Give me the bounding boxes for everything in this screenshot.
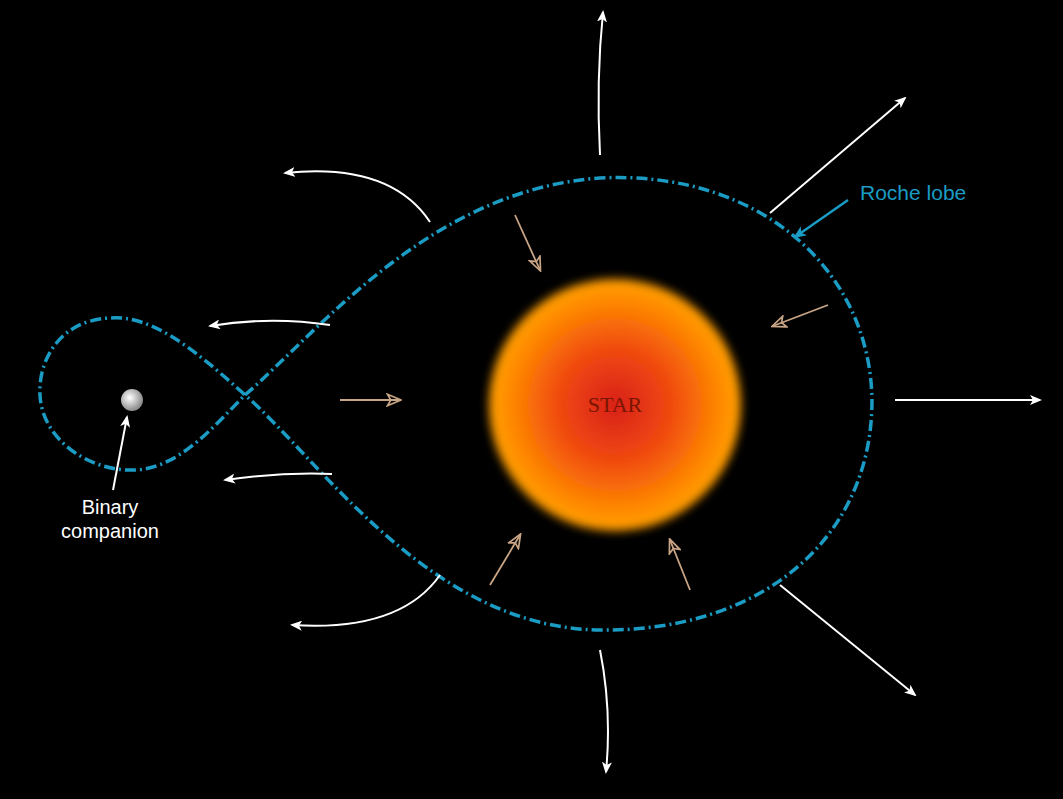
companion-label: Binary companion — [45, 495, 175, 543]
inflow-arrow — [515, 215, 540, 270]
star-label: STAR — [588, 392, 642, 418]
outflow-arrow — [599, 12, 603, 155]
outflow-arrow — [225, 474, 332, 480]
outflow-arrow — [600, 650, 608, 772]
outflow-arrow — [895, 399, 1040, 401]
outflow-arrow — [292, 575, 440, 626]
outflow-arrow — [210, 321, 330, 326]
star-node: STAR — [487, 277, 743, 533]
inflow-arrows — [340, 215, 828, 590]
roche-lobe-outline — [40, 178, 872, 630]
leader-arrow — [795, 200, 848, 237]
inflow-arrow — [490, 535, 520, 585]
companion-star — [121, 389, 143, 411]
inflow-arrow — [670, 540, 690, 590]
inflow-arrow — [340, 399, 400, 401]
inflow-arrow — [773, 305, 828, 326]
star-disc — [489, 279, 741, 531]
lobe-label: Roche lobe — [860, 180, 966, 205]
outflow-arrow — [780, 585, 915, 695]
outflow-arrows — [210, 12, 1040, 772]
leader-arrow — [113, 417, 127, 490]
outflow-arrow — [285, 171, 430, 222]
